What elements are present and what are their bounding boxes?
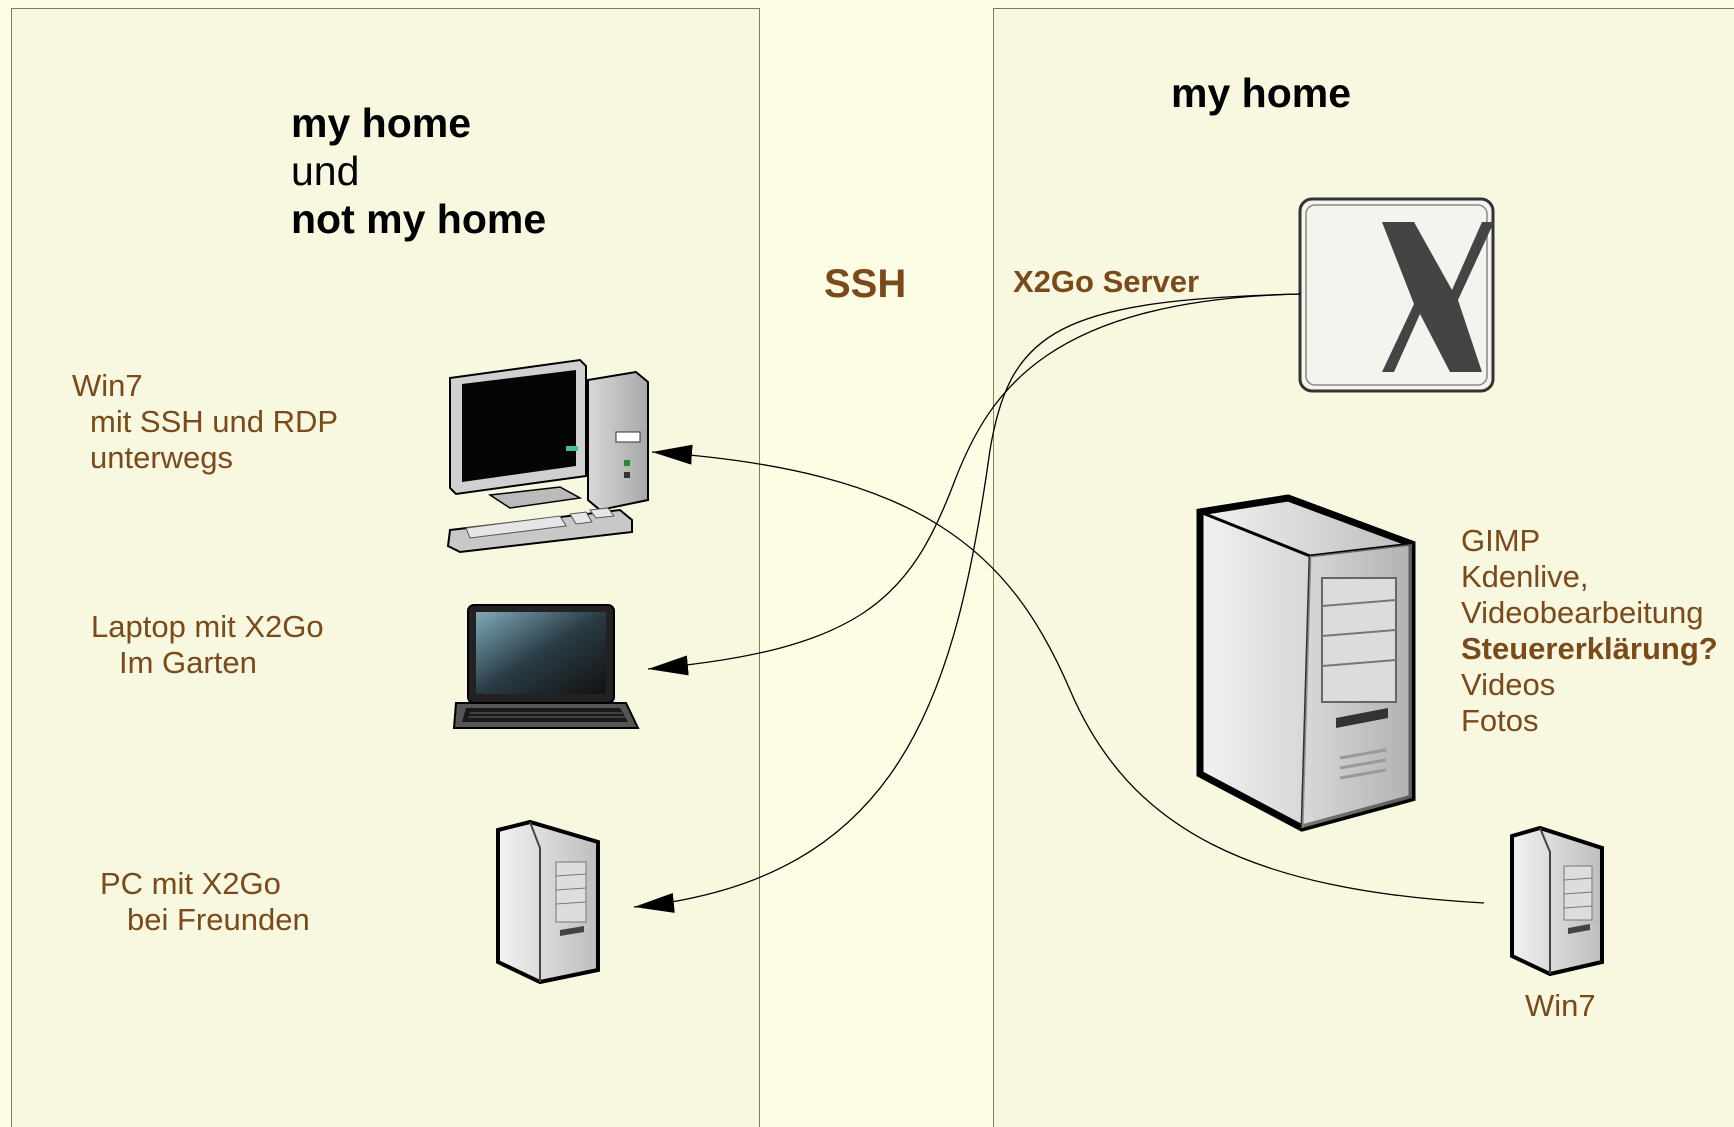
server-tower-icon bbox=[1196, 494, 1416, 832]
desktop-computer-icon bbox=[446, 358, 649, 554]
ssh-label: SSH bbox=[824, 262, 907, 306]
device-label-line: bei Freunden bbox=[127, 902, 310, 937]
connection-x2go-laptop bbox=[647, 293, 1301, 676]
server-uses-list: GIMP Kdenlive, Videobearbeitung Steuerer… bbox=[1461, 523, 1718, 739]
win7-right-label: Win7 bbox=[1525, 988, 1596, 1023]
server-use-item: Fotos bbox=[1461, 703, 1539, 738]
connection-x2go-freunde bbox=[633, 293, 1301, 913]
device-label-pc-freunde: PC mit X2Go bei Freunden bbox=[100, 866, 310, 938]
tower-pc-icon bbox=[1510, 825, 1604, 977]
device-label-line: Win7 bbox=[72, 368, 143, 403]
server-use-item: GIMP bbox=[1461, 523, 1541, 558]
laptop-icon bbox=[452, 604, 640, 729]
left-title-line2: und bbox=[291, 148, 360, 194]
device-label-line: unterwegs bbox=[90, 440, 234, 475]
device-label-laptop: Laptop mit X2Go Im Garten bbox=[91, 609, 324, 681]
connection-win7-rdp bbox=[651, 444, 1485, 904]
server-use-item: Steuererklärung? bbox=[1461, 631, 1718, 666]
tower-pc-icon bbox=[496, 819, 600, 985]
left-title-line3: not my home bbox=[291, 196, 547, 242]
left-panel bbox=[11, 8, 760, 1127]
device-label-line: PC mit X2Go bbox=[100, 866, 281, 901]
left-title-line1: my home bbox=[291, 100, 471, 146]
device-label-line: mit SSH und RDP bbox=[90, 404, 339, 439]
right-title: my home bbox=[1171, 70, 1351, 116]
device-label-line: Im Garten bbox=[119, 645, 257, 680]
device-label-line: Laptop mit X2Go bbox=[91, 609, 324, 644]
x2go-server-label: X2Go Server bbox=[1013, 264, 1200, 299]
device-label-win7-unterwegs: Win7 mit SSH und RDP unterwegs bbox=[72, 368, 338, 476]
server-use-item: Videos bbox=[1461, 667, 1556, 702]
server-use-item: Videobearbeitung bbox=[1461, 595, 1704, 630]
x11-logo-icon bbox=[1298, 197, 1495, 393]
server-use-item: Kdenlive, bbox=[1461, 559, 1589, 594]
